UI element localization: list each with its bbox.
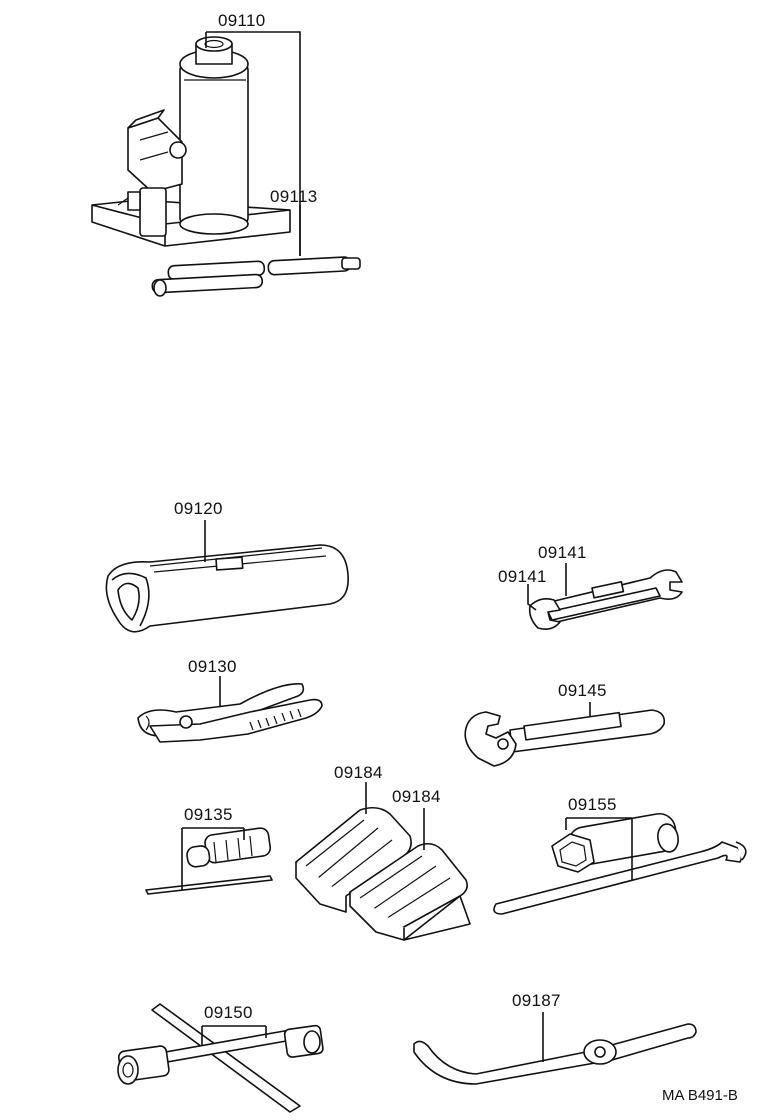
- wheel-chock-illustration: [295, 782, 471, 941]
- diagram-code: MA B491-B: [662, 1087, 738, 1104]
- part-label-wheel-chock-a: 09184: [334, 763, 383, 782]
- part-label-jack: 09110: [218, 11, 266, 30]
- part-label-socket-wrench: 09155: [568, 795, 617, 814]
- adjustable-wrench-illustration: [464, 702, 666, 767]
- part-label-hub-nut-wrench: 09187: [512, 991, 561, 1010]
- part-label-lug-wrench: 09150: [204, 1003, 253, 1022]
- part-label-wrench-a: 09141: [538, 543, 587, 562]
- hub-nut-wrench-illustration: [413, 1012, 697, 1085]
- part-label-tool-bag: 09120: [174, 499, 223, 518]
- lug-wrench-illustration: [117, 1003, 324, 1113]
- part-label-screwdriver: 09135: [184, 805, 233, 824]
- part-label-wheel-chock-b: 09184: [392, 787, 441, 806]
- pliers-illustration: [137, 676, 323, 743]
- screwdriver-illustration: [145, 827, 273, 895]
- socket-wrench-illustration: [493, 812, 747, 915]
- part-label-pliers: 09130: [188, 657, 237, 676]
- wrench-illustration: [527, 563, 683, 630]
- part-label-adjustable-wrench: 09145: [558, 681, 607, 700]
- jack-illustration: [91, 31, 361, 297]
- part-label-wrench-b: 09141: [498, 567, 547, 586]
- tool-bag-illustration: [105, 520, 349, 633]
- part-label-jack-handle: 09113: [270, 187, 318, 206]
